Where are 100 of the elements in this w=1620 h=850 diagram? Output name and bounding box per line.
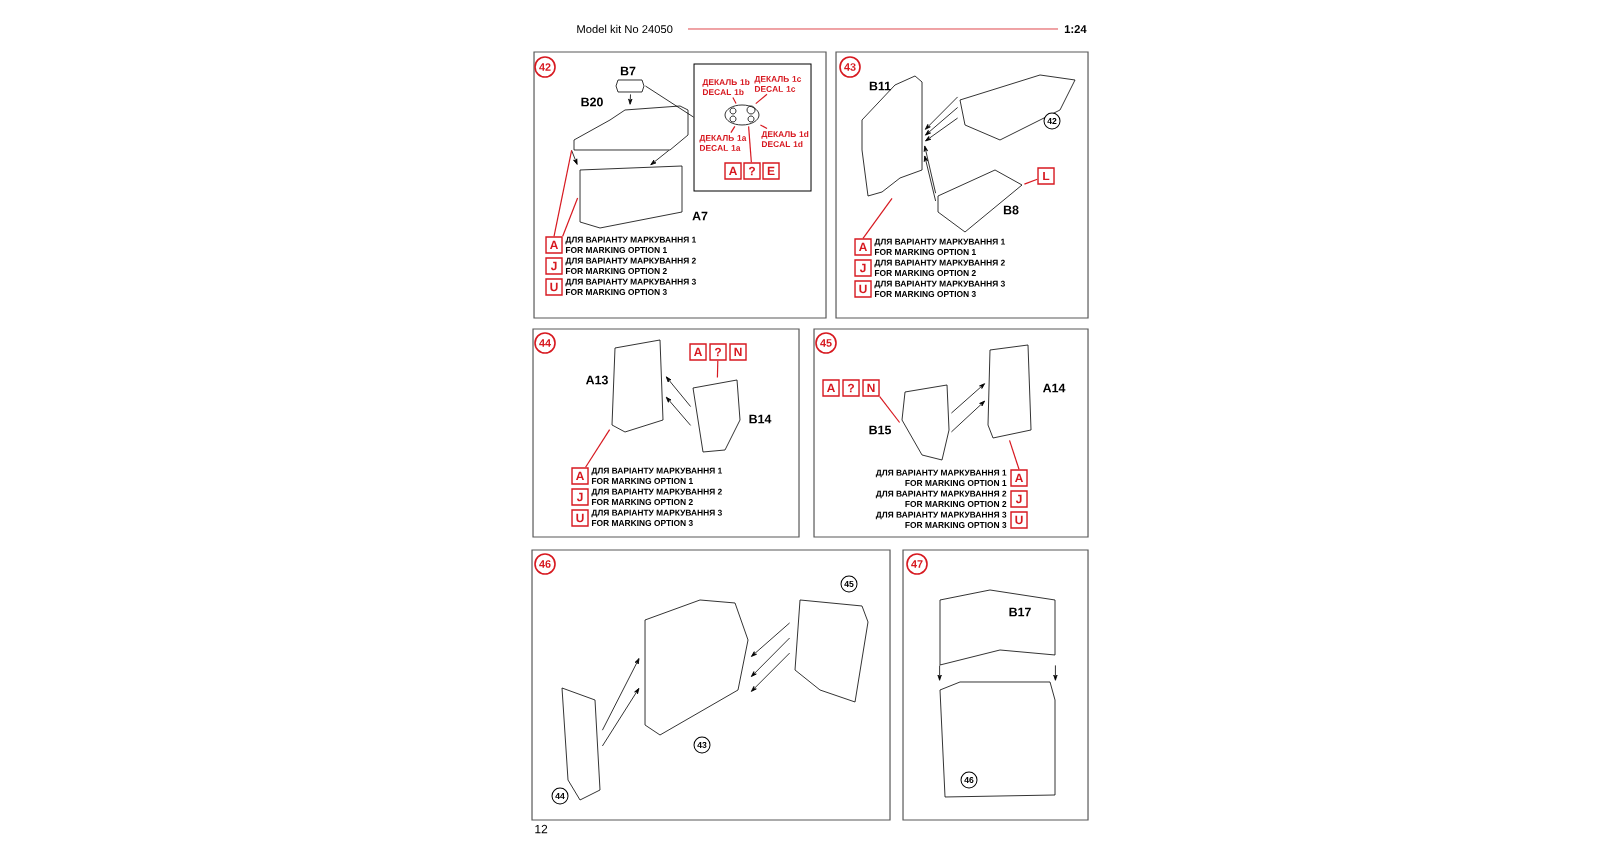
marking-letter-box: A — [854, 238, 872, 256]
marking-note: ДЛЯ ВАРІАНТУ МАРКУВАННЯ 3 — [875, 511, 1007, 520]
marking-letter-box: U — [545, 278, 563, 296]
subassembly-number: 42 — [1043, 112, 1061, 130]
marking-note: ДЛЯ ВАРІАНТУ МАРКУВАННЯ 3 — [565, 278, 696, 287]
arrow — [750, 637, 790, 677]
part-label: B7 — [620, 66, 636, 76]
decal-label: ДЕКАЛЬ 1c DECAL 1c — [754, 76, 802, 92]
decal-label: ДЕКАЛЬ 1b DECAL 1b — [702, 78, 750, 96]
part-label: A13 — [585, 375, 608, 385]
leader-line — [584, 429, 611, 468]
marking-letter-box: L — [1037, 167, 1055, 185]
part-label: B8 — [1003, 205, 1019, 215]
marking-letter-box: A — [571, 467, 589, 485]
marking-note: FOR MARKING OPTION 1 — [905, 480, 1007, 486]
arrow — [650, 150, 670, 166]
arrow — [751, 622, 790, 657]
decal-closeup-drawing — [724, 104, 760, 126]
leader-line — [716, 360, 719, 379]
arrow — [602, 658, 640, 731]
arrow — [628, 94, 633, 105]
part-label: B20 — [581, 97, 603, 107]
marking-letter-box: E — [762, 162, 780, 180]
marking-note: FOR MARKING OPTION 3 — [592, 520, 693, 526]
subassembly-number: 46 — [960, 771, 978, 789]
leader-line — [730, 125, 736, 134]
detail-inset — [693, 63, 812, 192]
arrow — [1053, 665, 1058, 681]
marking-letter-box: A — [724, 162, 742, 180]
marking-letter-box: U — [854, 280, 872, 298]
arrow — [951, 383, 986, 414]
marking-note: FOR MARKING OPTION 2 — [592, 499, 693, 505]
step-number: 43 — [839, 56, 861, 78]
marking-letter-box: N — [729, 343, 747, 361]
marking-letter-box: ? — [709, 343, 727, 361]
part-label: A14 — [1042, 383, 1066, 393]
part-label: B15 — [869, 425, 892, 435]
marking-letter-box: A — [822, 379, 840, 397]
marking-note: FOR MARKING OPTION 2 — [905, 501, 1007, 507]
marking-note: FOR MARKING OPTION 1 — [875, 249, 976, 255]
arrow — [571, 150, 578, 165]
marking-note: FOR MARKING OPTION 3 — [566, 289, 667, 295]
marking-letter-box: A — [1010, 469, 1028, 487]
marking-note: ДЛЯ ВАРІАНТУ МАРКУВАННЯ 2 — [875, 490, 1007, 499]
marking-letter-box: J — [1010, 490, 1028, 508]
step-number: 42 — [534, 56, 556, 78]
part-label: B17 — [1009, 607, 1031, 617]
marking-note: ДЛЯ ВАРІАНТУ МАРКУВАННЯ 3 — [874, 280, 1005, 289]
marking-note: ДЛЯ ВАРІАНТУ МАРКУВАННЯ 2 — [591, 488, 722, 497]
leader-line — [553, 149, 573, 237]
arrow — [602, 687, 640, 747]
decal-label: ДЕКАЛЬ 1a DECAL 1a — [699, 135, 747, 151]
marking-note: ДЛЯ ВАРІАНТУ МАРКУВАННЯ 2 — [874, 259, 1005, 268]
arrow — [665, 396, 691, 426]
marking-letter-box: J — [545, 257, 563, 275]
marking-note: ДЛЯ ВАРІАНТУ МАРКУВАННЯ 1 — [875, 469, 1007, 478]
subassembly-number: 43 — [693, 736, 711, 754]
marking-letter-box: U — [571, 509, 589, 527]
leader-line — [879, 396, 901, 424]
part-label: A7 — [692, 211, 708, 221]
step-number: 47 — [906, 553, 928, 575]
marking-letter-box: J — [854, 259, 872, 277]
scale-label: 1:24 — [1064, 25, 1087, 33]
subassembly-number: 44 — [551, 787, 569, 805]
leader-line — [748, 125, 752, 163]
subassembly-number: 45 — [840, 575, 858, 593]
marking-note: FOR MARKING OPTION 3 — [875, 291, 976, 297]
marking-letter-box: ? — [743, 162, 761, 180]
step-number: 45 — [815, 332, 837, 354]
marking-note: FOR MARKING OPTION 2 — [875, 270, 976, 276]
part-label: B14 — [749, 414, 772, 424]
arrow — [923, 155, 936, 202]
decal-label: ДЕКАЛЬ 1d DECAL 1d — [761, 130, 809, 148]
marking-letter-box: ? — [842, 379, 860, 397]
leader-line — [1008, 439, 1020, 470]
arrow — [924, 96, 958, 130]
header-title: Model kit No 24050 — [577, 24, 673, 34]
marking-note: ДЛЯ ВАРІАНТУ МАРКУВАННЯ 1 — [874, 238, 1005, 247]
leader-line — [862, 197, 893, 239]
marking-note: ДЛЯ ВАРІАНТУ МАРКУВАННЯ 2 — [565, 257, 696, 266]
marking-note: FOR MARKING OPTION 3 — [905, 522, 1007, 528]
marking-note: FOR MARKING OPTION 1 — [566, 247, 667, 253]
leader-line — [732, 96, 737, 105]
arrow — [923, 145, 936, 194]
arrow — [951, 400, 986, 433]
part-label: B11 — [869, 81, 891, 91]
leader-line — [562, 197, 579, 237]
marking-letter-box: U — [1010, 511, 1028, 529]
marking-letter-box: J — [571, 488, 589, 506]
arrow — [937, 665, 942, 681]
arrow — [665, 376, 691, 407]
arrow — [925, 117, 958, 142]
marking-letter-box: A — [689, 343, 707, 361]
marking-note: FOR MARKING OPTION 2 — [566, 268, 667, 274]
step-number: 46 — [534, 553, 556, 575]
leader-line — [755, 93, 768, 105]
marking-note: ДЛЯ ВАРІАНТУ МАРКУВАННЯ 3 — [591, 509, 722, 518]
marking-letter-box: N — [862, 379, 880, 397]
arrow — [925, 107, 958, 136]
marking-note: FOR MARKING OPTION 1 — [592, 478, 693, 484]
